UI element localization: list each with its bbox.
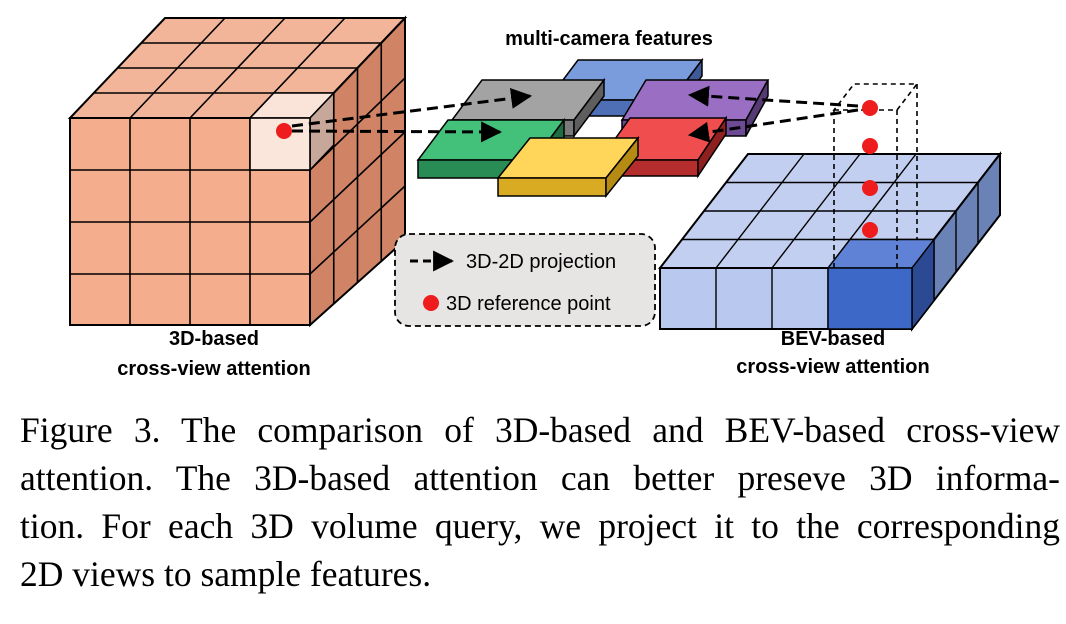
caption-line-1: Figure 3. The comparison of 3D-based and… [20, 410, 1060, 450]
caption-line-3: tion. For each 3D volume query, we proje… [20, 506, 1060, 546]
caption-line-4: 2D views to sample features. [20, 554, 432, 594]
right-label-line1: BEV-based [781, 328, 885, 350]
projection-arrows [291, 85, 859, 143]
arrow-to-red [687, 108, 859, 143]
camera-features-title: multi-camera features [505, 28, 713, 50]
arrow-to-purple [687, 85, 859, 108]
arrow-to-green [291, 121, 503, 143]
pillar-point-1 [862, 100, 878, 116]
left-label-line2: cross-view attention [117, 358, 310, 380]
bev-pillar [832, 83, 919, 268]
figure-caption: Figure 3. The comparison of 3D-based and… [20, 406, 1060, 598]
3d-volume-cube [67, 15, 408, 328]
camera-plane-yellow [496, 135, 640, 199]
pillar-point-3 [862, 180, 878, 196]
bev-grid [657, 151, 1003, 332]
legend: 3D-2D projection 3D reference point [394, 233, 656, 327]
caption-line-2: attention. The 3D-based attention can be… [20, 458, 1060, 498]
legend-projection-label: 3D-2D projection [466, 251, 616, 273]
pillar-point-2 [862, 138, 878, 154]
pillar-point-4 [862, 222, 878, 238]
right-label-line2: cross-view attention [736, 356, 929, 378]
query-reference-point [276, 123, 292, 139]
left-label-line1: 3D-based [169, 328, 259, 350]
legend-reference-point-label: 3D reference point [446, 293, 611, 315]
legend-red-point-icon [423, 295, 439, 311]
camera-feature-planes [416, 57, 770, 199]
comparison-diagram: multi-camera features [67, 15, 1003, 380]
pillar-reference-points [862, 100, 878, 238]
arrow-to-gray [291, 87, 533, 128]
